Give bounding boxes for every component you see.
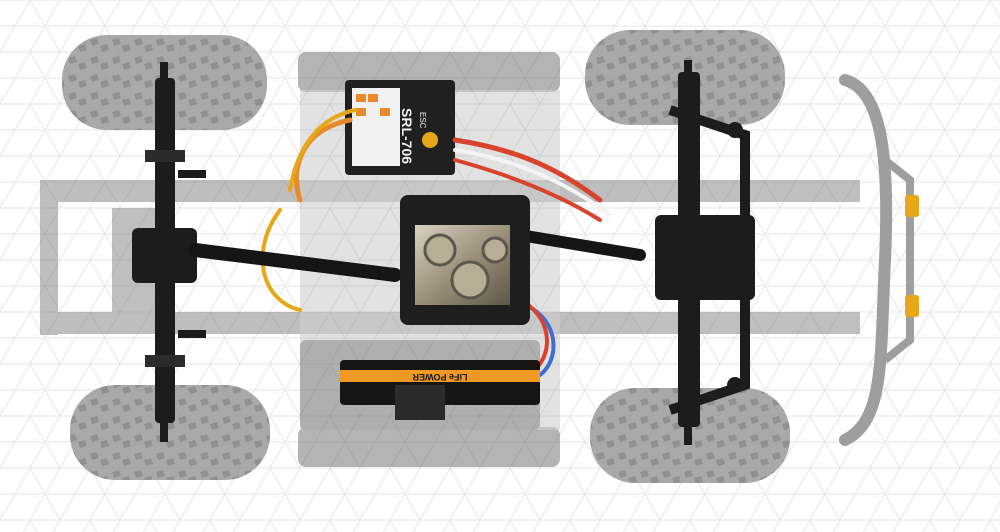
esc-sub-text: ESC <box>418 112 427 129</box>
rear-axle <box>132 62 206 442</box>
wire-harness <box>260 108 612 377</box>
esc-model-text: SRL-706 <box>399 108 415 164</box>
front-bumper <box>839 74 919 446</box>
battery-brand-text: LiFe POWER <box>412 372 468 382</box>
esc-module <box>345 80 455 175</box>
tire-rear-left <box>70 385 270 480</box>
battery-pack <box>340 360 540 420</box>
transmission <box>400 195 530 325</box>
driveshafts <box>188 229 646 282</box>
front-axle <box>655 60 755 445</box>
